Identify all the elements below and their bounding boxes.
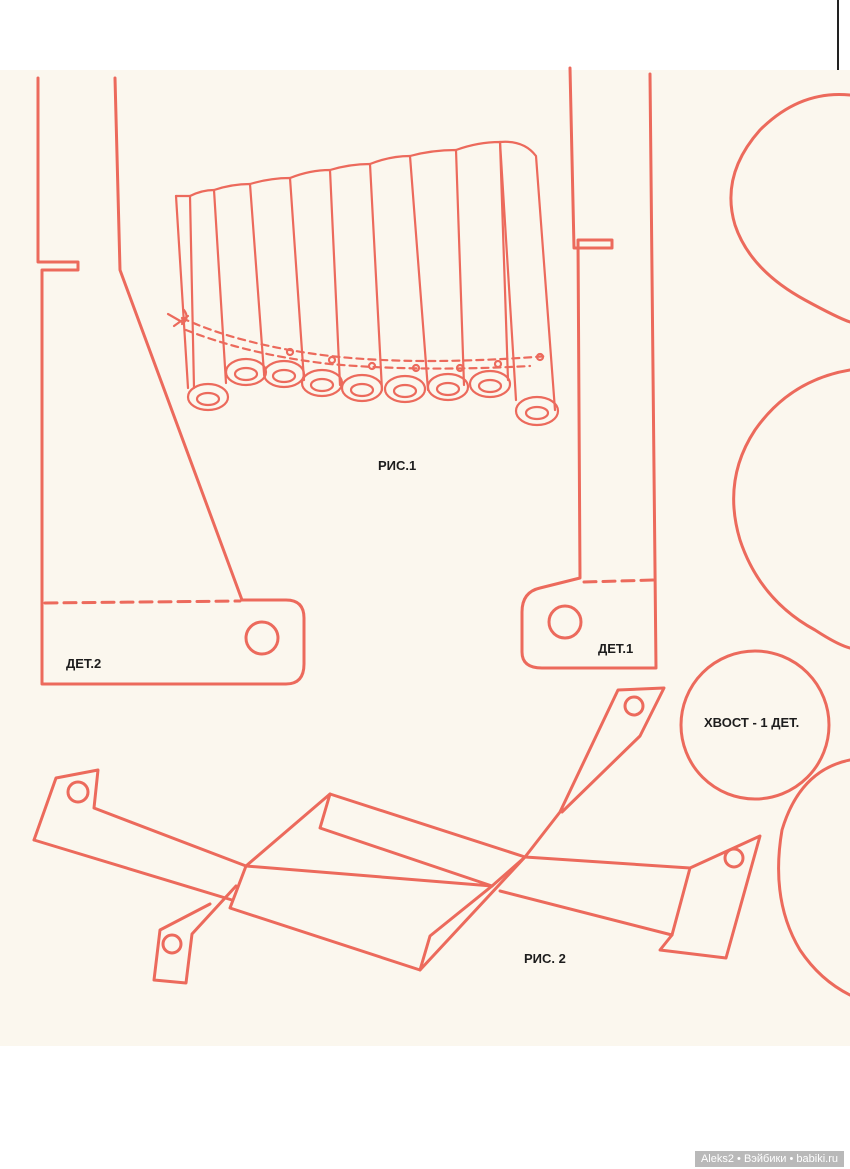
pan-flute-illustration: [166, 140, 560, 427]
stand-bar: [152, 884, 238, 985]
tube-opening: [340, 373, 384, 403]
tube-opening: [468, 369, 512, 399]
watermark: Aleks2 • Вэйбики • babiki.ru: [694, 1151, 844, 1167]
body-piece-top: [729, 92, 850, 324]
part-1-label: ДЕТ.1: [598, 641, 634, 656]
flute-tube: [454, 140, 510, 382]
figure-2-caption: РИС. 2: [524, 951, 566, 966]
tail-piece-outline: [679, 649, 831, 801]
flute-tube: [498, 140, 557, 412]
tube-opening: [514, 395, 560, 427]
body-piece-middle: [732, 368, 850, 650]
stand-illustration: [32, 686, 762, 985]
tube-opening: [300, 368, 344, 398]
flute-tube: [498, 140, 518, 402]
tube-opening: [262, 359, 306, 389]
flute-tube: [188, 188, 228, 385]
stand-bar: [32, 768, 248, 868]
part-2-label: ДЕТ.2: [66, 656, 102, 671]
stand-bar: [523, 686, 666, 859]
tail-label: ХВОСТ - 1 ДЕТ.: [704, 715, 800, 730]
stand-bar: [498, 855, 692, 937]
body-piece-bottom: [777, 758, 850, 997]
stand-frame: [228, 792, 527, 972]
figure-1-caption: РИС.1: [378, 458, 417, 473]
flute-tube: [368, 154, 430, 392]
flute-tube: [212, 182, 266, 375]
tube-opening: [224, 357, 268, 387]
tube-opening: [426, 372, 470, 402]
part-2-outline: [36, 76, 306, 686]
binding-thread: [180, 316, 550, 363]
tube-opening: [186, 382, 230, 412]
tube-opening: [383, 374, 427, 404]
flute-tube: [174, 194, 190, 390]
part-1-outline: [520, 66, 658, 670]
pattern-sheet: [0, 70, 850, 1046]
